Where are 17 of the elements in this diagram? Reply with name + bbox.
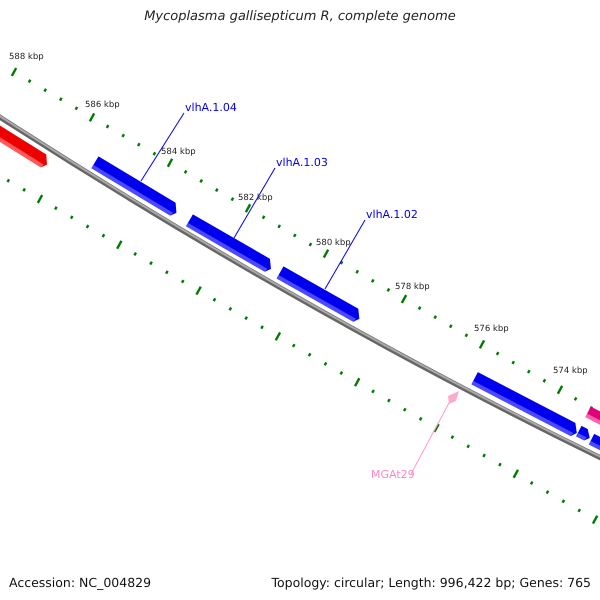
leader-line: [410, 402, 450, 474]
map-title: Mycoplasma gallisepticum R, complete genome: [143, 9, 457, 24]
tick-label: 586 kbp: [85, 100, 120, 110]
gene-label: vlhA.1.02: [366, 209, 418, 221]
gene-label: vlhA.1.03: [276, 157, 328, 169]
gene-marker: [448, 391, 459, 404]
gene-label: MGAt29: [371, 469, 415, 481]
tick-label: 588 kbp: [9, 52, 44, 62]
tick-label: 576 kbp: [474, 324, 509, 334]
genome-summary: Topology: circular; Length: 996,422 bp; Genes: 765: [272, 575, 591, 590]
tick-label: 578 kbp: [395, 282, 430, 292]
leader-line: [234, 168, 276, 238]
tick-label: 574 kbp: [553, 366, 588, 376]
leader-line: [140, 112, 184, 182]
accession-text: Accession: NC_004829: [9, 575, 152, 590]
gene-label: vlhA.1.04: [185, 102, 237, 114]
leader-line: [324, 220, 366, 290]
